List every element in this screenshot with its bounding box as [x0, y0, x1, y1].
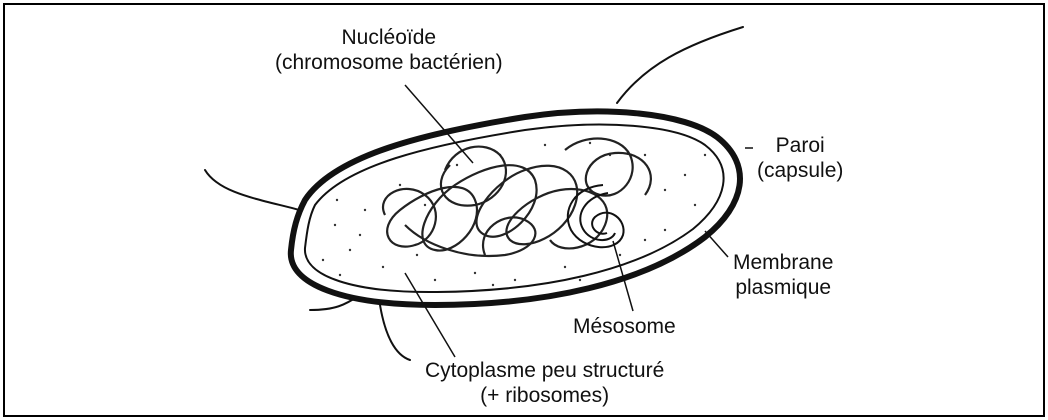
- plasma-membrane: [305, 125, 724, 292]
- diagram-frame: Nucléoïde (chromosome bactérien) Paroi (…: [3, 3, 1045, 417]
- label-mesosome: Mésosome: [573, 314, 676, 339]
- bacterium-diagram: [5, 5, 1043, 415]
- label-cytoplasm: Cytoplasme peu structuré (+ ribosomes): [425, 358, 664, 408]
- flagellum-top: [617, 27, 743, 103]
- label-wall: Paroi (capsule): [757, 133, 843, 183]
- leader-membrane: [705, 231, 728, 257]
- pilus-bottom: [380, 305, 410, 360]
- label-membrane: Membrane plasmique: [733, 250, 833, 300]
- flagellum-left: [205, 170, 307, 212]
- label-nucleoid: Nucléoïde (chromosome bactérien): [275, 25, 503, 75]
